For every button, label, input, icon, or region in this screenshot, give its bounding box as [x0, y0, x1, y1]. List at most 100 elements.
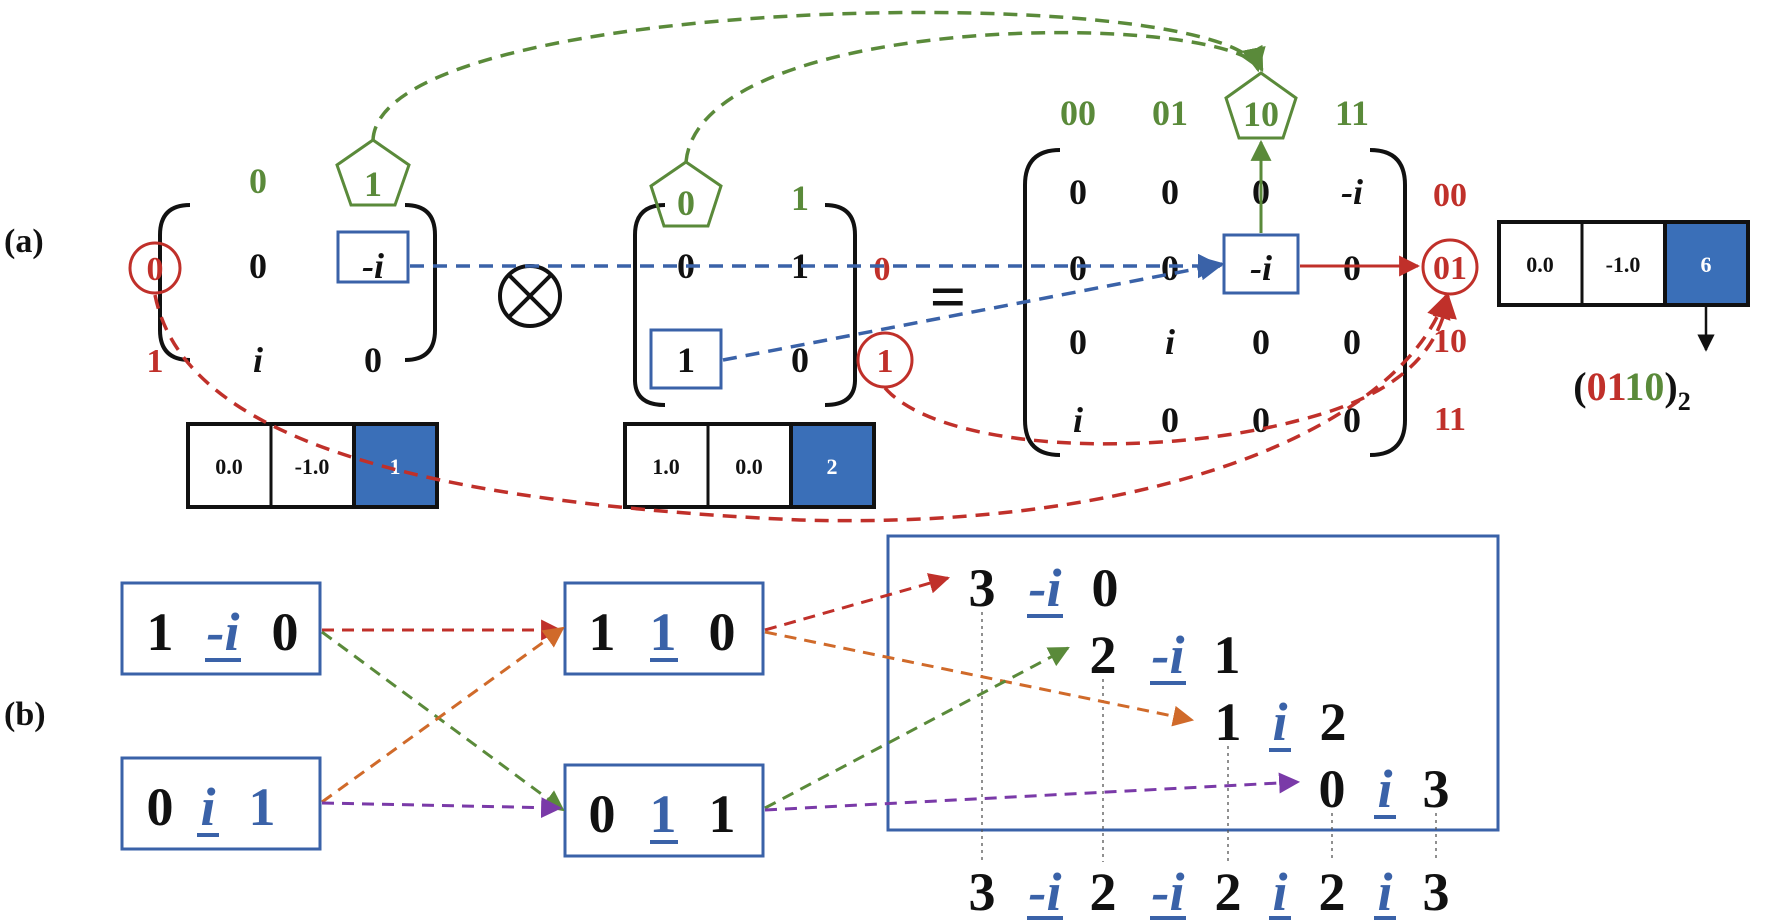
matrix2-row-index-0: 0 [874, 251, 891, 288]
matrix2-col-pentagon [649, 160, 723, 228]
matrix1-cell: -i [362, 246, 384, 286]
result-encoding-index: 6 [1701, 252, 1712, 277]
middle-triple-box-2 [563, 763, 765, 858]
left-triple-box-2 [120, 756, 322, 851]
matrix2-cell: 0 [791, 340, 809, 380]
matrix2-encoding-index-cell [789, 422, 876, 509]
binary-subscript: 2 [1678, 387, 1691, 416]
matrix1-encoding-imag: -1.0 [295, 454, 330, 479]
result-cell: 0 [1161, 172, 1179, 212]
sequence-value: 3 [969, 862, 996, 922]
red-row-arrow-matrix1 [153, 293, 1451, 523]
result-col-index-10: 10 [1243, 94, 1279, 134]
result-cell: i [1073, 400, 1083, 440]
result-right-bracket [1369, 148, 1407, 457]
triple-value: 2 [1090, 625, 1117, 685]
sequence-value: 3 [1423, 862, 1450, 922]
green-arrow-left1-to-mid2 [321, 630, 565, 812]
green-col-arrow-matrix2 [684, 30, 1264, 163]
triple-value: 1 [650, 784, 677, 844]
matrix1-cell: i [253, 340, 263, 380]
result-row-index-00: 00 [1433, 177, 1467, 214]
matrix2-encoding-imag: 0.0 [735, 454, 763, 479]
sequence-value: 2 [1215, 862, 1242, 922]
result-cell: 0 [1069, 172, 1087, 212]
purple-arrow-mid2-to-result4 [764, 772, 1301, 812]
result-cell: 0 [1252, 400, 1270, 440]
matrix1-cell: 0 [364, 340, 382, 380]
result-cell: i [1165, 322, 1175, 362]
orange-arrow-left2-to-mid1 [321, 626, 565, 804]
matrix1-col-index-1: 1 [364, 164, 382, 204]
tensor-product-symbol-stroke [507, 273, 553, 319]
matrix1-row-index-1: 1 [147, 343, 164, 380]
panel-label-a: (a) [4, 223, 44, 260]
red-arrow-mid1-to-result1 [764, 573, 951, 632]
binary-open-paren: ( [1573, 364, 1586, 409]
dotted-guides [981, 612, 1437, 862]
left-triple-box-1 [120, 581, 322, 676]
sequence-value: i [1377, 862, 1392, 922]
triple-value: i [200, 777, 215, 837]
result-col-pentagon [1224, 71, 1298, 140]
result-encoding-real: 0.0 [1526, 252, 1554, 277]
panel-label-b: (b) [4, 696, 46, 733]
matrix2-encoding-real: 1.0 [652, 454, 680, 479]
result-encoding-imag: -1.0 [1606, 252, 1641, 277]
triple-value: 1 [709, 784, 736, 844]
result-cell: 0 [1069, 322, 1087, 362]
result-cell: -i [1250, 248, 1272, 288]
equals-sign: = [930, 261, 966, 332]
result-col-index-01: 01 [1152, 93, 1188, 133]
triple-value: 1 [1214, 625, 1241, 685]
triple-value: 1 [650, 602, 677, 662]
binary-close-paren: ) [1664, 364, 1677, 409]
green-arrow-mid2-to-result2 [764, 646, 1070, 810]
result-encoding-index-cell [1663, 220, 1750, 307]
result-col-index-11: 11 [1335, 93, 1369, 133]
sequence-value: -i [1152, 862, 1185, 922]
result-triples-container [886, 534, 1500, 832]
result-cell: 0 [1069, 248, 1087, 288]
matrix2-left-bracket [633, 203, 666, 407]
matrix1-encoding-index-cell [352, 422, 439, 509]
triple-value: 1 [589, 602, 616, 662]
orange-arrow-mid1-to-result3 [764, 630, 1195, 727]
triple-value: i [1272, 692, 1287, 752]
matrix2-highlight-box [649, 328, 723, 390]
sequence-value: 2 [1319, 862, 1346, 922]
green-col-arrow-matrix1 [371, 10, 1266, 141]
matrix1-row-index-0: 0 [147, 251, 164, 288]
matrix2-cell: 1 [677, 340, 695, 380]
result-matrix-cells: 0 0 0 -i 0 0 -i 0 0 i 0 0 i 0 0 0 [1069, 172, 1363, 440]
result-row-index-01: 01 [1433, 250, 1467, 287]
triple-value: 0 [147, 777, 174, 837]
triple-value: 0 [1092, 558, 1119, 618]
blue-dashed-arrow-bottom [722, 256, 1225, 362]
triple-value: 0 [709, 602, 736, 662]
binary-index: (0110)2 [1573, 364, 1690, 416]
triple-value: 0 [1319, 759, 1346, 819]
matrix1-right-bracket [404, 203, 437, 362]
middle-triple-box-1 [563, 581, 765, 676]
triple-value: 1 [1215, 692, 1242, 752]
triple-value: i [1377, 759, 1392, 819]
matrix1-row-circle [128, 241, 182, 295]
matrix1-cell: 0 [249, 246, 267, 286]
matrix1-left-bracket [158, 203, 191, 362]
result-cell: 0 [1343, 400, 1361, 440]
sequence-value: -i [1029, 862, 1062, 922]
sequence-value: i [1272, 862, 1287, 922]
result-cell: 0 [1343, 322, 1361, 362]
triple-value: -i [1029, 558, 1062, 618]
triple-value: 3 [1423, 759, 1450, 819]
triple-value: -i [1152, 625, 1185, 685]
matrix2-col-index-0: 0 [677, 183, 695, 223]
matrix1-encoding-index: 1 [390, 454, 401, 479]
red-row-arrow-matrix2 [883, 293, 1457, 446]
result-row-index-11: 11 [1434, 401, 1466, 438]
result-cell: 0 [1252, 322, 1270, 362]
matrix2-encoding-index: 2 [827, 454, 838, 479]
triple-value: 3 [969, 558, 996, 618]
